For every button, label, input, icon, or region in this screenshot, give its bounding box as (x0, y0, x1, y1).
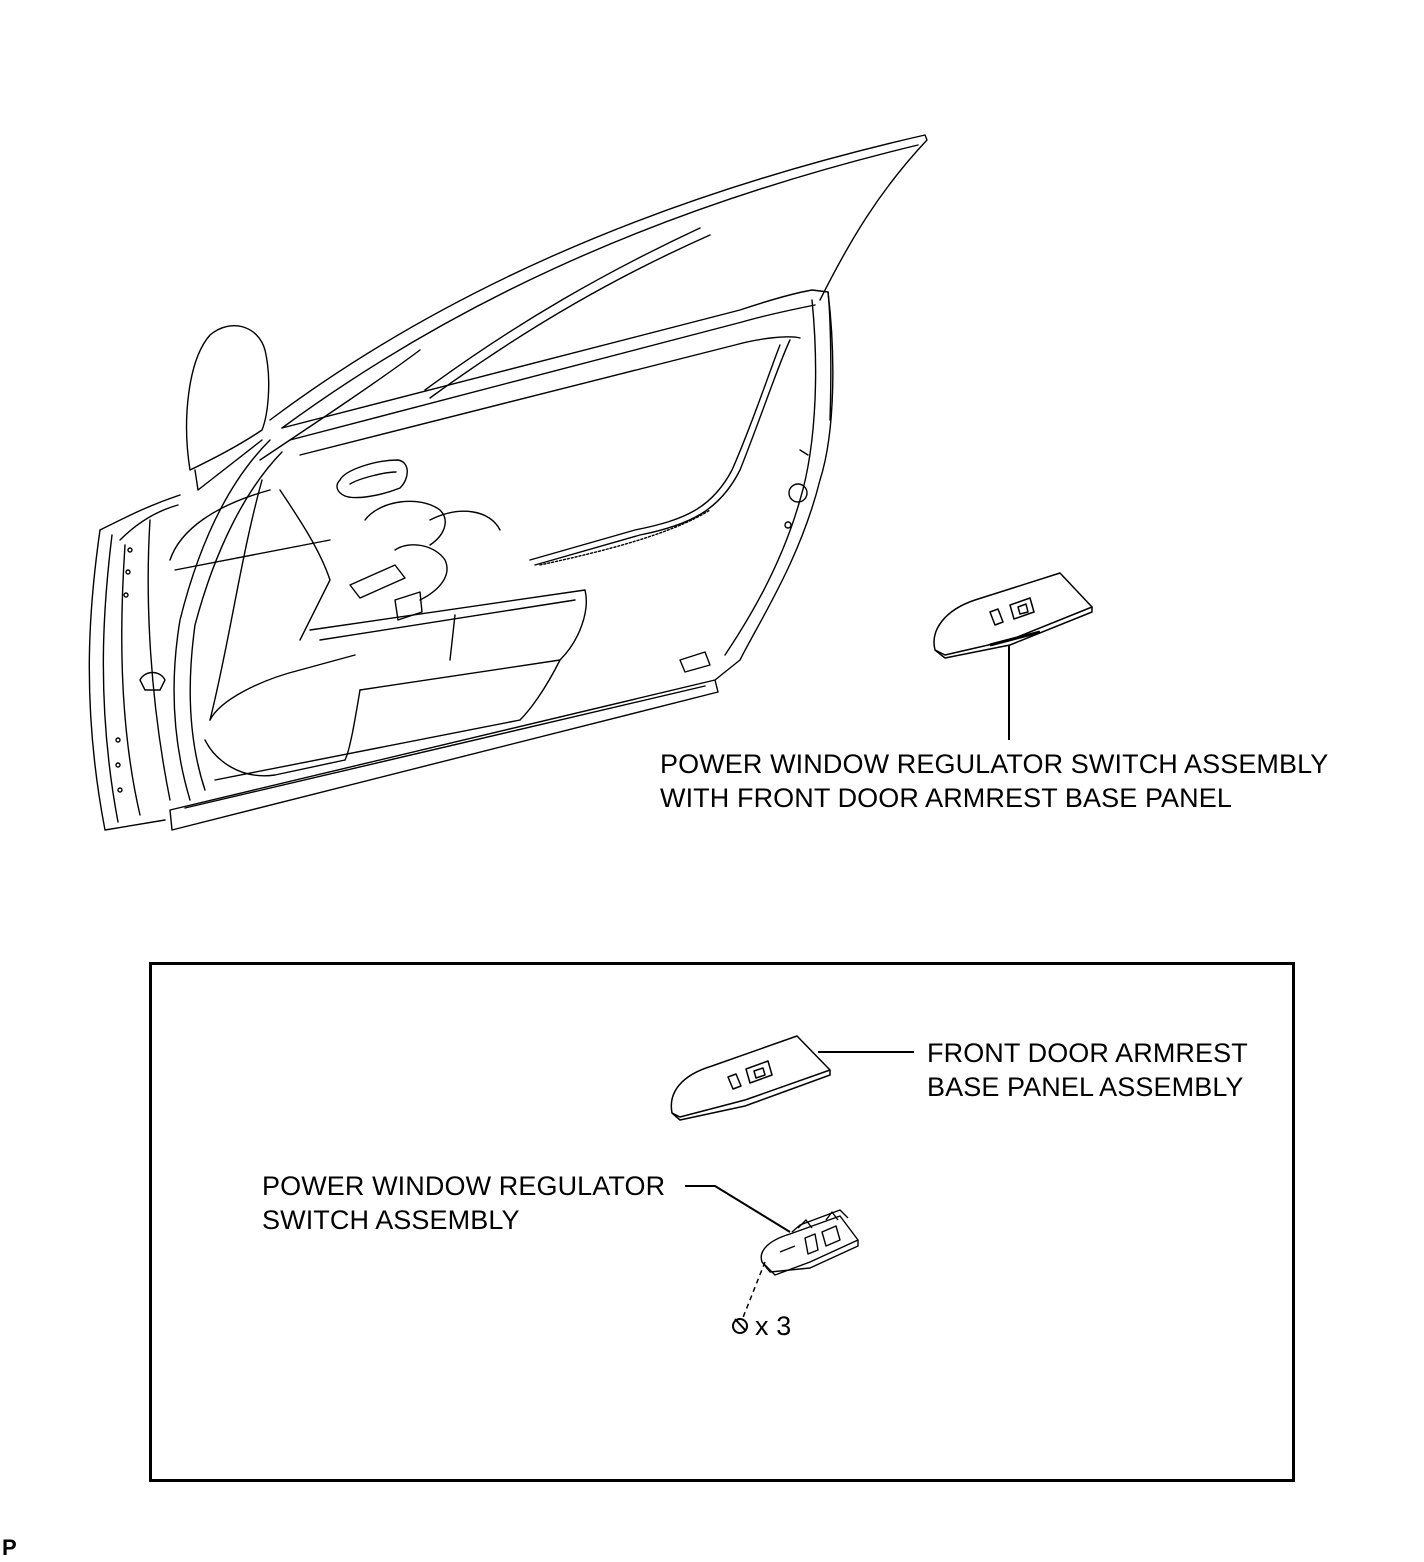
base-panel-callout: FRONT DOOR ARMREST BASE PANEL ASSEMBLY (927, 1036, 1248, 1104)
door-illustration (88, 134, 928, 831)
callout-line: WITH FRONT DOOR ARMREST BASE PANEL (660, 783, 1232, 813)
callout-line: POWER WINDOW REGULATOR SWITCH ASSEMBLY (660, 749, 1329, 779)
callout-line: SWITCH ASSEMBLY (262, 1205, 520, 1235)
screw-count-label: x 3 (755, 1311, 792, 1341)
overview-switch-callout: POWER WINDOW REGULATOR SWITCH ASSEMBLY W… (660, 747, 1328, 815)
screw-icon (732, 1318, 748, 1334)
callout-line: BASE PANEL ASSEMBLY (927, 1072, 1244, 1102)
screw-dashed-line (741, 1261, 766, 1321)
switch-illustration (760, 1209, 859, 1276)
callout-line: FRONT DOOR ARMREST (927, 1038, 1248, 1068)
detail-view-box (149, 962, 1295, 1482)
switch-callout: POWER WINDOW REGULATOR SWITCH ASSEMBLY (262, 1169, 665, 1237)
callout-line: POWER WINDOW REGULATOR (262, 1171, 666, 1201)
figure-id: P (2, 1535, 17, 1560)
base-panel-illustration (670, 1035, 831, 1121)
switch-leader-line (685, 1185, 791, 1233)
overview-switch-panel (933, 572, 1093, 659)
